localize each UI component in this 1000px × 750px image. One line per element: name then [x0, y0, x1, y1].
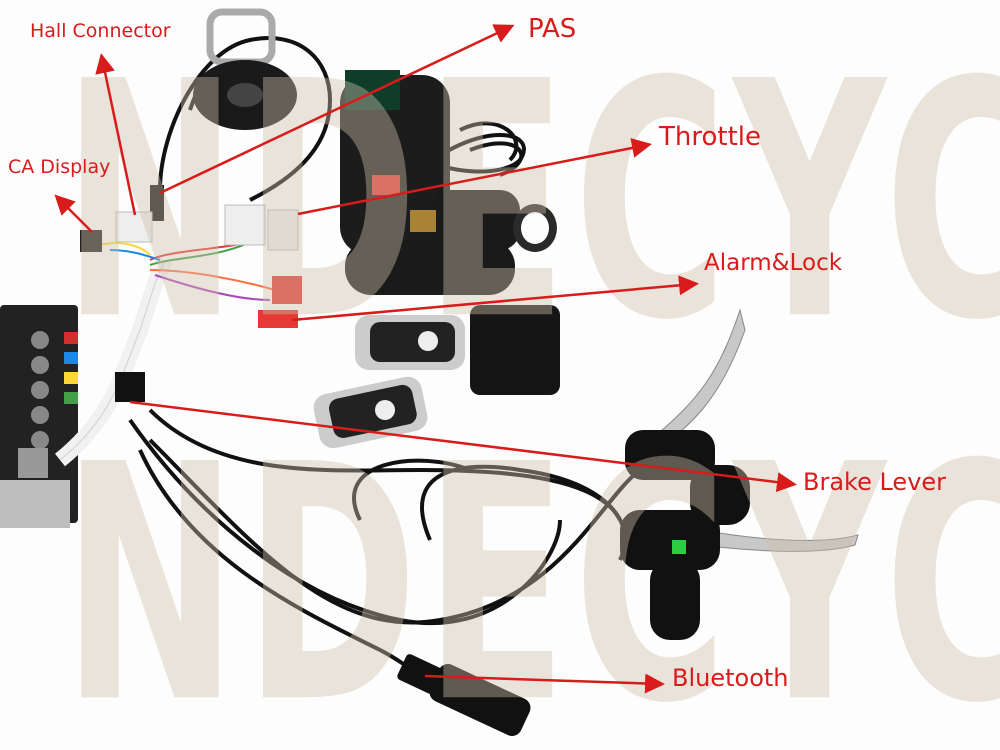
arrow-hall-connector [95, 53, 137, 216]
label-brake-lever: Brake Lever [803, 468, 947, 496]
label-bluetooth: Bluetooth [672, 664, 789, 692]
pas-sensor [193, 8, 297, 130]
alarm-lock [313, 305, 560, 449]
watermark-top: NDECYC [62, 12, 1000, 392]
label-ca-display: CA Display [8, 156, 111, 178]
label-pas: PAS [528, 14, 577, 44]
label-throttle: Throttle [659, 122, 761, 152]
arrow-bluetooth [424, 673, 665, 694]
label-alarm-lock: Alarm&Lock [704, 250, 843, 276]
arrow-brake-lever [129, 400, 797, 493]
arrow-alarm-lock [291, 275, 699, 322]
label-hall-connector: Hall Connector [30, 20, 171, 42]
bluetooth-dongle [397, 654, 531, 736]
cables [128, 36, 642, 682]
arrow-pas [159, 24, 515, 195]
brake-levers [620, 308, 859, 640]
arrow-throttle [297, 138, 652, 216]
controller-unit [0, 305, 78, 528]
arrow-ca-display [54, 194, 93, 233]
watermark-bottom: NDECYC [62, 395, 1000, 750]
throttle-grip [340, 70, 557, 295]
